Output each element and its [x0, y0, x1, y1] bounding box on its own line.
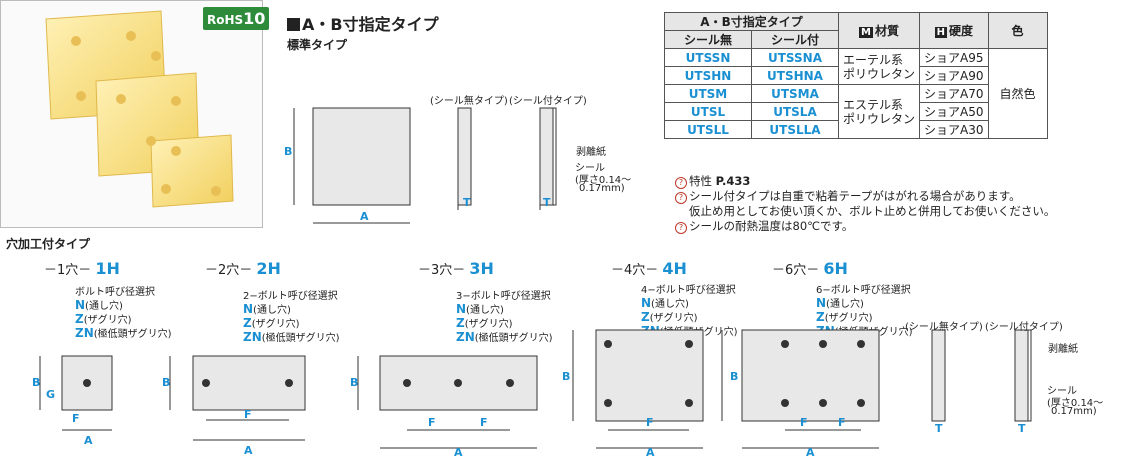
dim-b-3h: B	[350, 376, 358, 389]
dim-t-seal: T	[543, 196, 551, 209]
dim-b-1h: B	[32, 376, 40, 389]
table-cell-code: UTSMA	[751, 84, 839, 103]
label-seal-thickness: (厚さ0.14～	[575, 175, 632, 186]
dim-f-1h: F	[72, 412, 80, 425]
label-noseal: (シール無タイプ)	[430, 96, 508, 107]
dim-a-3h: A	[454, 446, 463, 457]
dim-f-3h: F	[428, 416, 436, 429]
product-photo-frame	[0, 0, 263, 228]
notes: ?特性 P.433 ?シール付タイプは自重で粘着テープがはがれる場合があります。…	[675, 174, 1055, 234]
col-header-type: A・B寸指定タイプ	[664, 12, 839, 31]
dim-f-3h-b: F	[480, 416, 488, 429]
label-seal-name-2: シール	[1047, 386, 1077, 397]
rohs-badge: RoHS10	[203, 7, 270, 30]
table-cell-hardness: ショアA50	[919, 102, 989, 121]
dim-t-noseal-2: T	[935, 422, 943, 435]
table-cell-code: UTSM	[664, 84, 752, 103]
col-header-color: 色	[987, 12, 1048, 49]
dim-b-4h: B	[562, 370, 570, 383]
hole-3h-selection: 3−ボルト呼び径選択 N(通し穴) Z(ザグリ穴) ZN(極低頭ザグリ穴)	[456, 291, 553, 344]
table-cell-material: エーテル系ポリウレタン	[837, 48, 921, 85]
note-icon: ?	[675, 192, 687, 204]
dim-a-1h: A	[84, 434, 93, 447]
dim-g-1h: G	[46, 388, 55, 401]
table-cell-code: UTSSNA	[751, 48, 839, 67]
table-cell-hardness: ショアA30	[919, 120, 989, 139]
dim-f-2h: F	[244, 408, 252, 421]
table-cell-code: UTSSN	[664, 48, 752, 67]
label-seal-thickness-2b: (厚さ0.14～	[1047, 398, 1104, 409]
hole-1h-selection: ボルト呼び径選択 N(通し穴) Z(ザグリ穴) ZN(極低頭ザグリ穴)	[75, 287, 172, 340]
label-seal: (シール付タイプ)	[509, 96, 587, 107]
dim-t-seal-2: T	[1018, 422, 1026, 435]
dim-a-2h: A	[244, 444, 253, 457]
table-cell-code: UTSLL	[664, 120, 752, 139]
label-peel-paper-2: 剥離紙	[1048, 344, 1078, 355]
table-cell-hardness: ショアA70	[919, 84, 989, 103]
hole-4h-title: －4穴－ 4H	[611, 259, 687, 278]
product-photo	[45, 10, 234, 208]
label-seal-2: (シール付タイプ)	[985, 322, 1063, 333]
page-title: A・B寸指定タイプ	[287, 11, 439, 35]
table-cell-hardness: ショアA95	[919, 48, 989, 67]
dim-b-6h: B	[730, 370, 738, 383]
dim-t-noseal: T	[463, 196, 471, 209]
dim-b-2h: B	[162, 376, 170, 389]
hole-3h-title: －3穴－ 3H	[418, 259, 494, 278]
hole-2h-title: －2穴－ 2H	[205, 259, 281, 278]
dim-f-4h: F	[646, 416, 654, 429]
label-seal-thickness-2c: 0.17mm)	[1051, 406, 1097, 417]
dim-a-6h: A	[806, 446, 815, 457]
standard-type-drawing	[293, 107, 557, 224]
note-icon: ?	[675, 222, 687, 234]
hole-2h-selection: 2−ボルト呼び径選択 N(通し穴) Z(ザグリ穴) ZN(極低頭ザグリ穴)	[243, 291, 340, 344]
table-cell-code: UTSHNA	[751, 66, 839, 85]
hole-section-heading: 穴加工付タイプ	[6, 237, 91, 251]
label-seal-thickness-2: 0.17mm)	[579, 183, 625, 194]
table-cell-code: UTSLA	[751, 102, 839, 121]
label-noseal-2: (シール無タイプ)	[905, 322, 983, 333]
table-cell-color: 自然色	[987, 48, 1048, 139]
hole-6h-title: －6穴－ 6H	[772, 259, 848, 278]
dim-f-6h-b: F	[838, 416, 846, 429]
dim-a-4h: A	[646, 446, 655, 457]
col-header-seal: シール付	[751, 30, 839, 49]
dim-f-6h: F	[800, 416, 808, 429]
note-icon: ?	[675, 177, 687, 189]
table-cell-code: UTSHN	[664, 66, 752, 85]
hole-1h-title: －1穴－ 1H	[44, 259, 120, 278]
dim-b: B	[284, 145, 293, 158]
label-peel-paper: 剥離紙	[576, 147, 606, 158]
dim-a: A	[360, 210, 369, 223]
standard-type-heading: 標準タイプ	[287, 38, 348, 52]
label-seal-name: シール	[575, 163, 605, 174]
table-cell-hardness: ショアA90	[919, 66, 989, 85]
table-cell-code: UTSL	[664, 102, 752, 121]
table-cell-material: エステル系ポリウレタン	[837, 84, 921, 139]
table-cell-code: UTSLLA	[751, 120, 839, 139]
col-header-noseal: シール無	[664, 30, 752, 49]
